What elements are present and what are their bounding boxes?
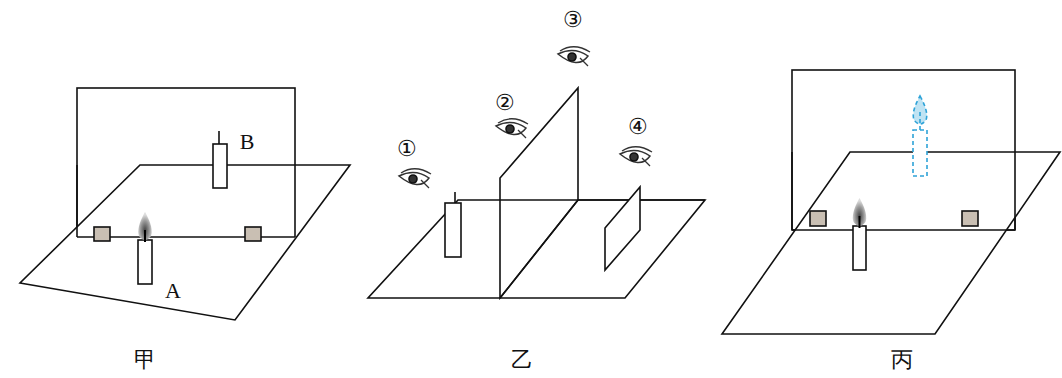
panel-bing: [722, 70, 1060, 334]
panel-yi: [368, 47, 705, 298]
panel-label: 甲: [134, 349, 156, 371]
callout-number: ①: [397, 138, 417, 160]
panel-jia: [20, 88, 350, 320]
callout-number: ③: [563, 9, 583, 31]
point-label: A: [165, 280, 181, 302]
callout-number: ②: [495, 92, 515, 114]
panel-label: 丙: [891, 349, 913, 371]
point-label: B: [240, 131, 255, 153]
callout-number: ④: [628, 116, 648, 138]
panel-label: 乙: [511, 349, 533, 371]
